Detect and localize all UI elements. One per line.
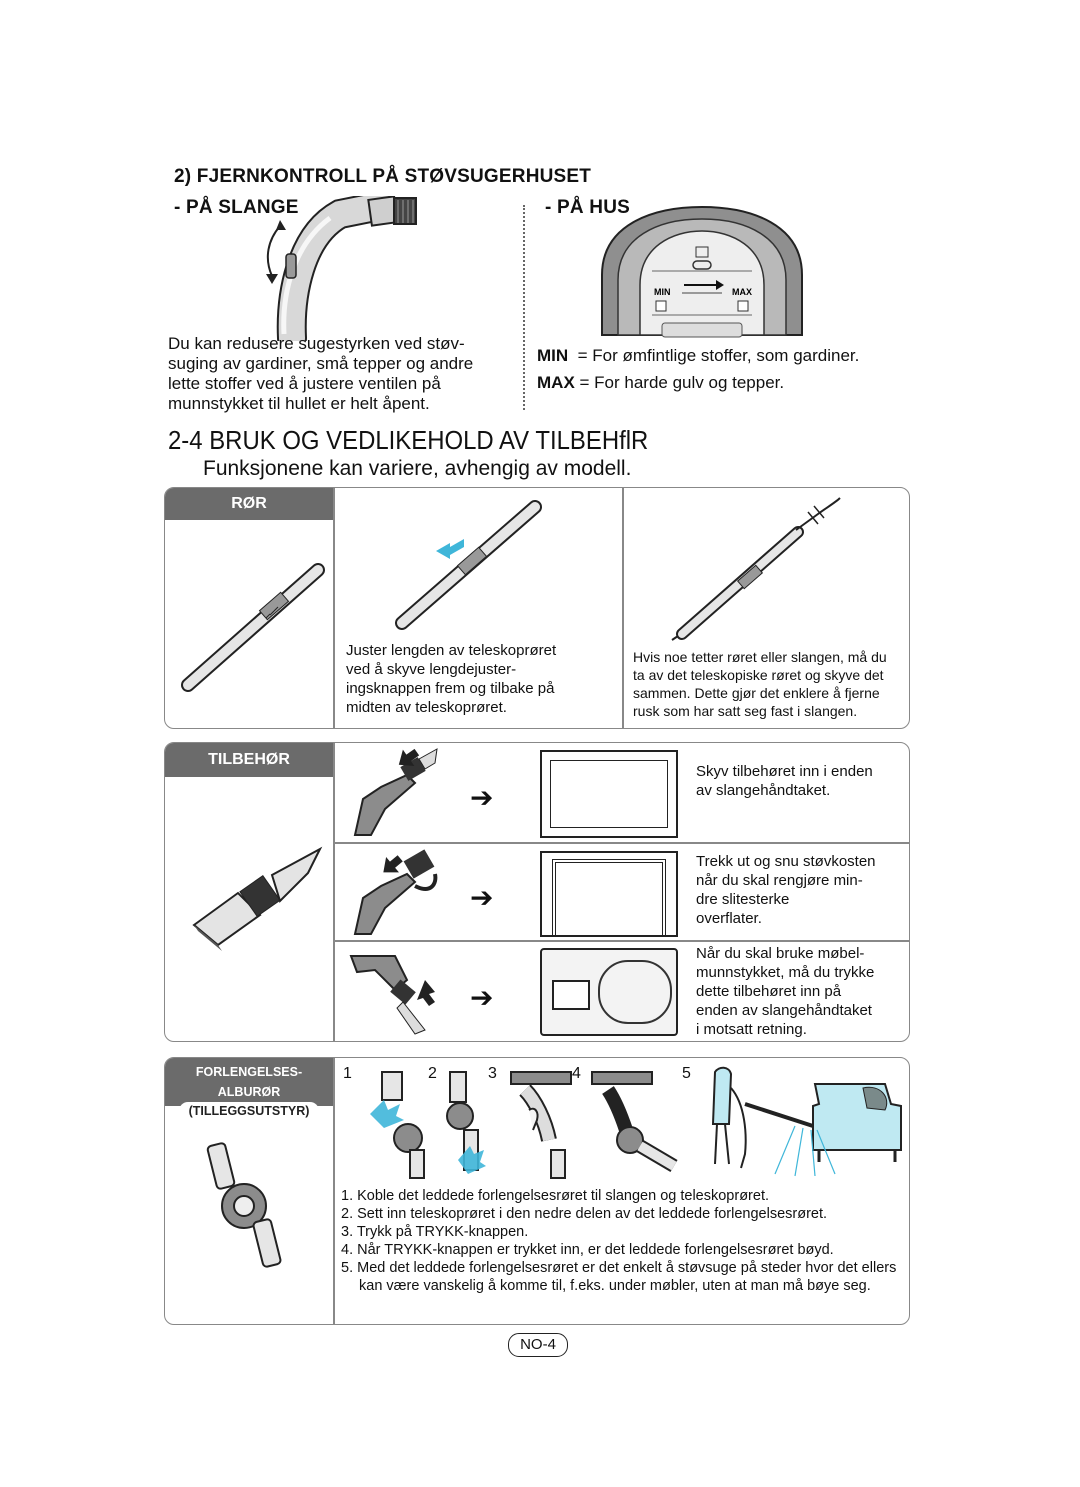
ror-panel <box>164 487 910 729</box>
elbow-step-3: 3. Trykk på TRYKK-knappen. <box>341 1224 529 1240</box>
furniture-illustration <box>540 948 678 1036</box>
tilbehor-tag: TILBEHØR <box>165 743 333 777</box>
tube-clog-text: Hvis noe tetter røret eller slangen, må … <box>633 649 887 719</box>
hose-handle-illustration <box>266 196 417 341</box>
on-hose-label: - PÅ SLANGE <box>174 197 299 218</box>
on-body-label: - PÅ HUS <box>545 197 630 218</box>
elbow-joint-illustration <box>206 1142 282 1268</box>
elbow-steps-list: 1. Koble det leddede forlengelsesrøret t… <box>341 1187 906 1295</box>
step3-illustration <box>510 1071 572 1179</box>
telescopic-tube-adjust-illustration <box>395 500 542 630</box>
step-number-1: 1 <box>343 1065 352 1082</box>
tilbehor-row3-text: Når du skal bruke møbel- munnstykket, må… <box>696 945 875 1038</box>
arrow-right-icon: ➔ <box>470 782 494 813</box>
hose-instruction-text: Du kan redusere sugestyrken ved støv- su… <box>168 334 474 413</box>
elbow-tag: FORLENGELSES-ALBURØR (TILLEGGSUTSTYR) <box>165 1058 333 1120</box>
step-number-2: 2 <box>428 1065 437 1082</box>
crevice-tool-illustration <box>192 846 323 951</box>
remote-heading: 2) FJERNKONTROLL PÅ STØVSUGERHUSET <box>174 166 592 187</box>
ror-divider-1 <box>333 488 335 728</box>
tilbehor-row2-text: Trekk ut og snu støvkosten når du skal r… <box>696 853 876 927</box>
collapse-tube-illustration <box>671 497 841 641</box>
step-number-4: 4 <box>572 1065 581 1082</box>
arrow-right-icon: ➔ <box>470 982 494 1013</box>
window-frame-illustration <box>540 750 678 838</box>
min-description: MIN = For ømfintlige stoffer, som gardin… <box>537 346 860 365</box>
step5-illustration <box>711 1066 902 1177</box>
max-description: MAX = For harde gulv og tepper. <box>537 373 785 392</box>
elbow-step-4: 4. Når TRYKK-knappen er trykket inn, er … <box>341 1242 834 1258</box>
upholstery-tool-illustration <box>349 955 435 1035</box>
page-number: NO-4 <box>508 1333 568 1357</box>
elbow-step-2: 2. Sett inn teleskoprøret i den nedre de… <box>341 1206 828 1222</box>
elbow-tag-sub: (TILLEGGSUTSTYR) <box>179 1102 319 1120</box>
section-title: 2-4 BRUK OG VEDLIKEHOLD AV TILBEHflR <box>168 425 649 455</box>
step2-illustration <box>446 1071 486 1174</box>
vacuum-body-illustration: MIN MAX <box>601 205 803 338</box>
arrow-right-icon: ➔ <box>470 882 494 913</box>
step4-illustration <box>591 1071 678 1173</box>
tilbehor-row-divider-1 <box>334 842 909 844</box>
section-subtitle: Funksjonene kan variere, avhengig av mod… <box>203 457 632 480</box>
elbow-divider <box>333 1058 335 1324</box>
dial-max-label: MAX <box>732 287 752 297</box>
tilbehor-row1-text: Skyv tilbehøret inn i enden av slangehån… <box>696 763 873 799</box>
ror-divider-2 <box>622 488 624 728</box>
elbow-step-1: 1. Koble det leddede forlengelsesrøret t… <box>341 1188 769 1204</box>
attach-tool-illustration <box>353 748 438 836</box>
telescopic-tube-illustration <box>181 563 325 692</box>
step1-illustration <box>370 1071 425 1179</box>
dust-brush-illustration <box>353 849 438 935</box>
step-number-5: 5 <box>682 1065 691 1082</box>
step-number-3: 3 <box>488 1065 497 1082</box>
door-frame-illustration <box>540 851 678 937</box>
tilbehor-row-divider-2 <box>334 940 909 942</box>
dial-min-label: MIN <box>654 287 671 297</box>
tilbehor-divider <box>333 743 335 1041</box>
elbow-step-5: 5. Med det leddede forlengelsesrøret er … <box>341 1260 897 1294</box>
dotted-divider <box>523 205 525 410</box>
ror-tag: RØR <box>165 488 333 520</box>
tube-adjust-text: Juster lengden av teleskoprøret ved å sk… <box>346 642 557 716</box>
